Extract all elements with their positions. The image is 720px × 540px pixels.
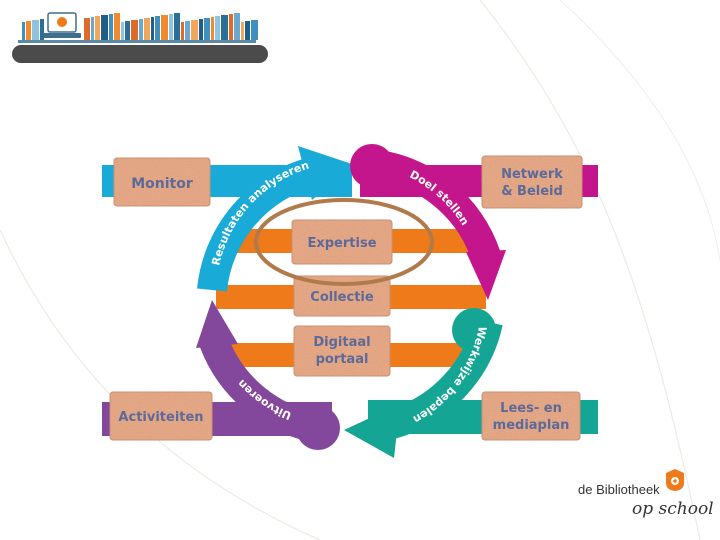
book-spine xyxy=(91,17,94,40)
brick-monitor: Monitor xyxy=(113,157,211,207)
book-spine xyxy=(114,13,120,40)
logo-line-2: op school xyxy=(632,499,714,519)
book-spine xyxy=(95,16,100,40)
book-spine xyxy=(155,16,160,40)
header-bar xyxy=(12,45,268,63)
brick-label-lees-1: Lees- en xyxy=(500,401,562,416)
book-spine xyxy=(125,21,130,40)
book-spine xyxy=(22,22,25,40)
book-spine xyxy=(131,20,138,40)
brick-netwerk: Netwerk & Beleid xyxy=(481,155,583,209)
book-spine xyxy=(40,19,44,40)
brick-lees: Lees- en mediaplan xyxy=(481,391,581,441)
purple-arc-arrow xyxy=(196,300,340,450)
brick-digitaal: Digitaal portaal xyxy=(293,325,391,377)
book-spine xyxy=(174,13,180,40)
brick-label-netwerk-1: Netwerk xyxy=(501,167,563,182)
book-spine xyxy=(169,14,173,40)
book-spine xyxy=(204,18,210,40)
laptop-icon xyxy=(43,12,81,38)
magenta-arc-arrow xyxy=(350,144,506,300)
header-banner xyxy=(12,12,268,63)
book-spine xyxy=(251,20,258,40)
teal-arc-arrow xyxy=(344,308,503,458)
brick-label-monitor: Monitor xyxy=(131,176,193,192)
book-spine xyxy=(109,14,113,40)
book-spine xyxy=(234,13,240,40)
book-spine xyxy=(144,18,150,40)
brick-label-netwerk-2: & Beleid xyxy=(501,184,563,199)
cyan-arc-arrow xyxy=(197,146,352,292)
bookshelf-icon xyxy=(18,13,258,43)
book-spine xyxy=(215,16,220,40)
brick-expertise: Expertise xyxy=(291,219,393,265)
book-spine xyxy=(229,14,233,40)
brick-collectie: Collectie xyxy=(293,275,391,317)
expertise-highlight-ellipse xyxy=(254,198,434,286)
book-spine xyxy=(151,17,154,40)
book-spine xyxy=(139,19,143,40)
logo-line-1: de Bibliotheek xyxy=(578,482,660,497)
book-spine xyxy=(121,22,124,40)
book-spine xyxy=(185,21,190,40)
book-spine xyxy=(26,21,31,40)
book-spine xyxy=(181,22,184,40)
book-spine xyxy=(221,15,228,40)
book-spine xyxy=(211,17,214,40)
bibliotheek-logo-icon xyxy=(666,469,684,491)
book-spine xyxy=(245,21,250,40)
book-spine xyxy=(101,15,108,40)
brick-label-digitaal-2: portaal xyxy=(316,352,369,367)
book-spine xyxy=(199,19,203,40)
brick-label-expertise: Expertise xyxy=(307,236,376,251)
book-spine xyxy=(32,20,39,40)
brick-label-activiteiten: Activiteiten xyxy=(118,410,203,425)
book-spine xyxy=(161,15,168,40)
brick-label-lees-2: mediaplan xyxy=(493,418,570,433)
brick-activiteiten: Activiteiten xyxy=(109,391,213,441)
book-spine xyxy=(191,20,198,40)
bibliotheek-logo: de Bibliotheek op school xyxy=(560,468,714,528)
brick-label-digitaal-1: Digitaal xyxy=(313,335,370,350)
brick-label-collectie: Collectie xyxy=(310,290,374,305)
book-spine xyxy=(241,22,244,40)
book-spine xyxy=(84,18,90,40)
